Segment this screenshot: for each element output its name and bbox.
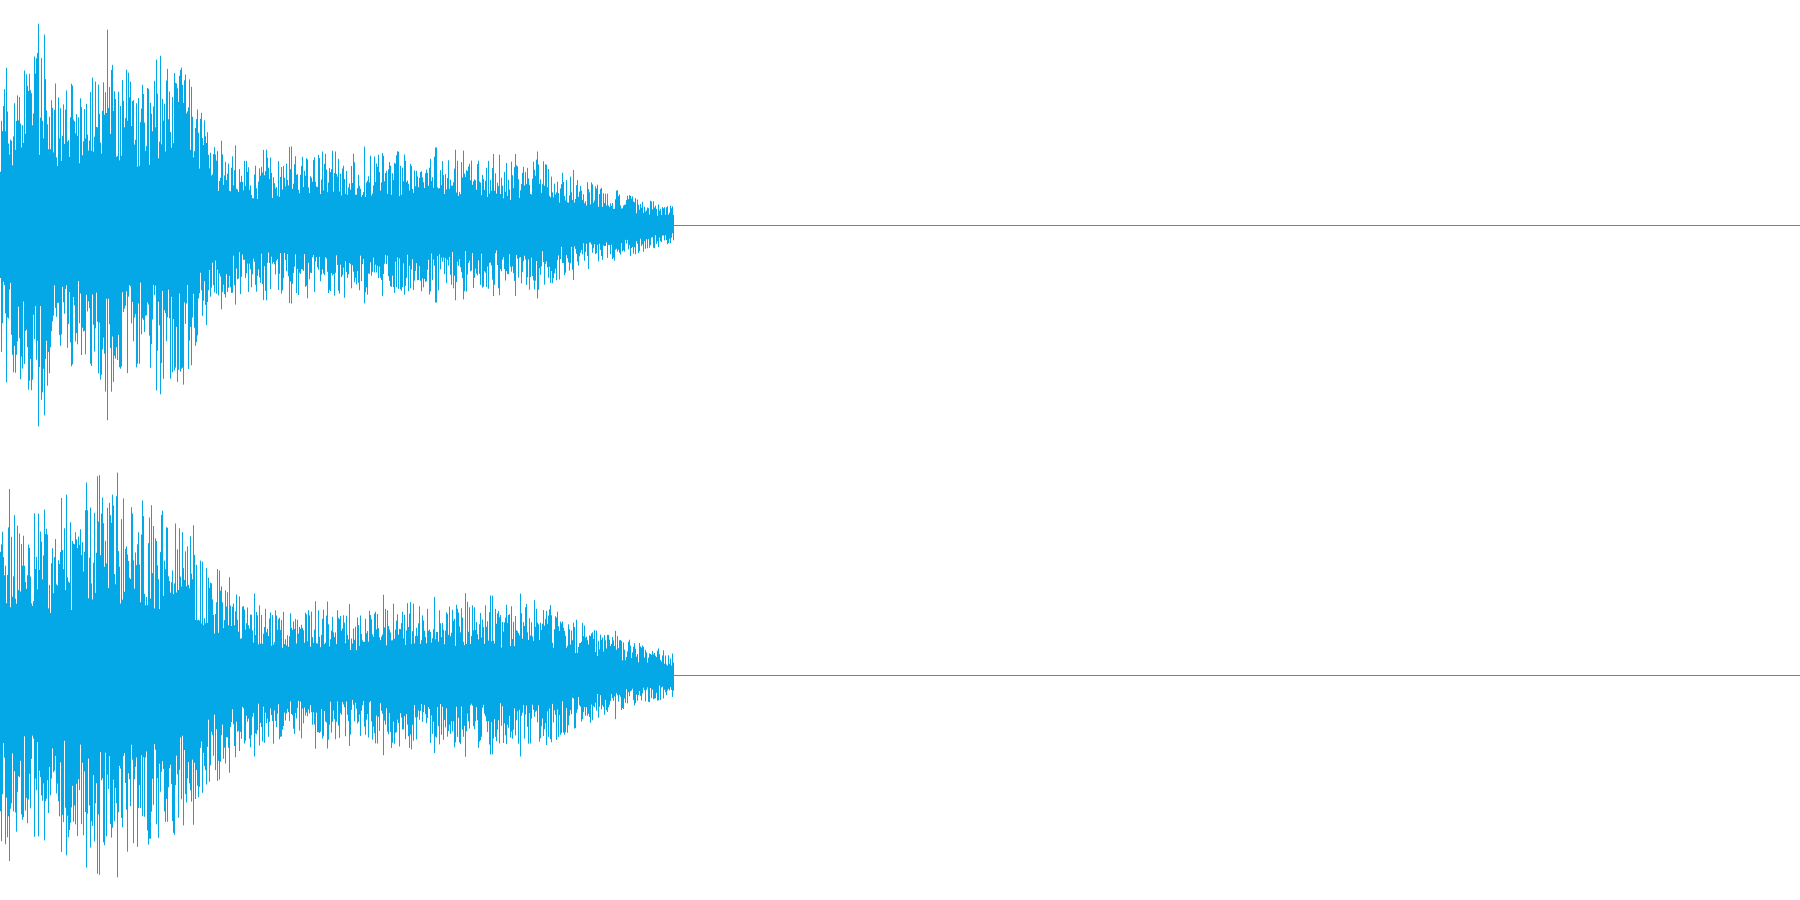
channel-right-waveform[interactable] xyxy=(0,450,1800,900)
channel-right-plot xyxy=(0,472,1800,878)
channel-left-plot xyxy=(0,23,1800,427)
channel-left-waveform[interactable] xyxy=(0,0,1800,450)
waveform-signal xyxy=(0,23,674,427)
waveform-signal xyxy=(0,472,674,878)
